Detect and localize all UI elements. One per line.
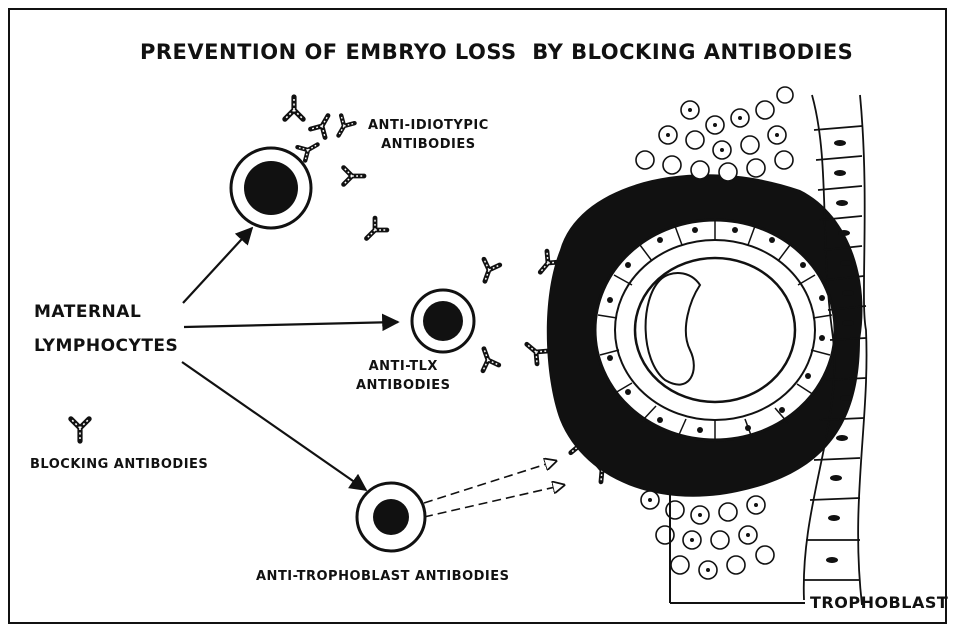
antibody-icon [344,168,364,185]
antibody-icon [361,218,387,244]
embryo-icon [547,174,863,496]
antibody-icon [285,97,303,119]
tlx-lymphocyte-icon [412,290,474,352]
dashed-arrow-lower [424,485,564,517]
dashed-arrow-upper [424,461,556,503]
antibody-icon [476,346,499,371]
arrow-to-tlx-cell [184,322,398,327]
arrow-to-trophoblast-cell [182,362,366,490]
antibody-icon [477,259,500,284]
antibody-icon [521,338,547,364]
antibody-icon [311,111,336,137]
antibody-icon [297,138,321,161]
arrow-to-idiotypic-cell [183,228,252,303]
idiotypic-lymphocyte-icon [231,148,311,228]
antibody-icon [332,115,355,139]
trophoblast-lymphocyte-icon [357,483,425,551]
blocking-antibody-legend-icon [71,419,89,441]
